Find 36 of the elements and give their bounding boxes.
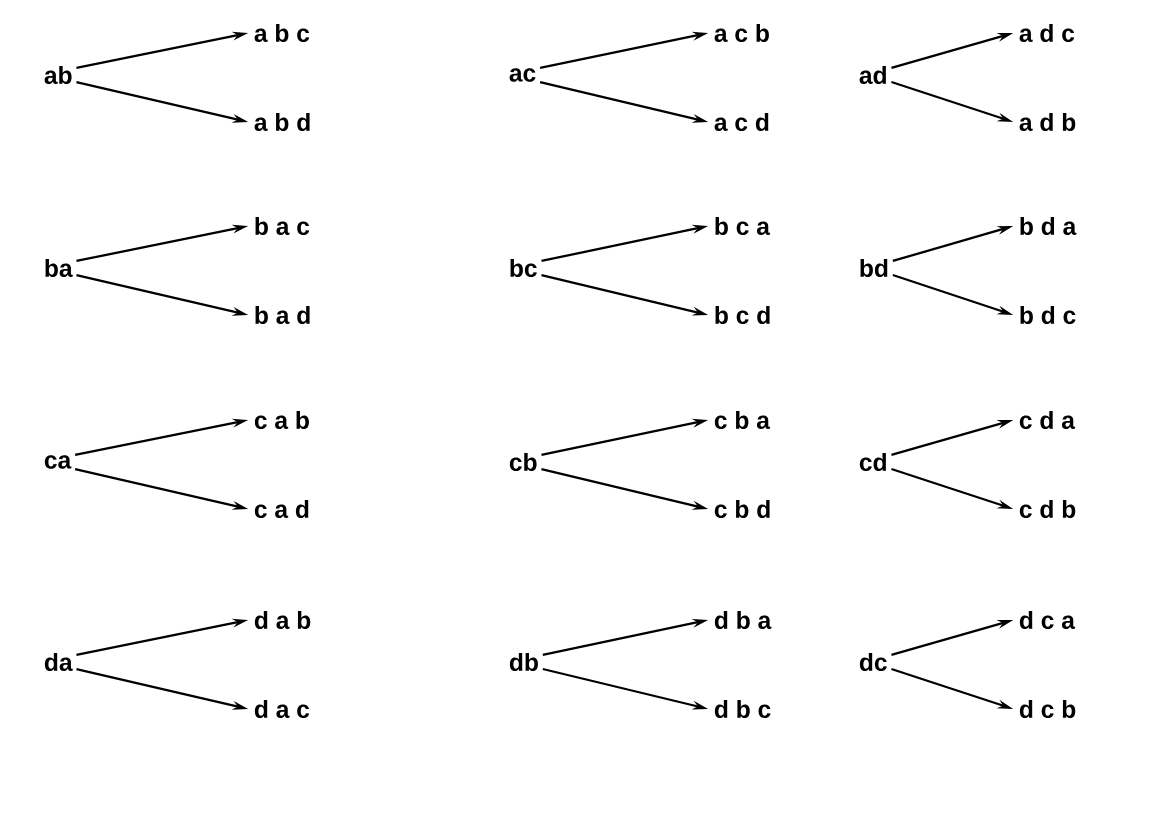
node-label: c d b [1019,499,1076,519]
node-label: b d a [1020,216,1077,236]
node-label: b a d [255,305,310,325]
node-label: a c b [714,23,769,43]
node-label: b a c [255,216,310,236]
node-label: b c d [715,305,770,325]
node-label: d c b [1019,699,1076,719]
node-label: dc [859,652,887,672]
node-label: d c a [1019,610,1076,630]
node-label: d a b [254,610,311,630]
node-label: bd [860,258,888,278]
node-label: a d b [1019,112,1076,132]
node-label: cd [859,452,886,472]
node-label: c a b [254,410,309,430]
node-label: d b a [714,610,772,630]
node-label: d a c [254,699,310,719]
node-label: cb [509,452,537,472]
node-label: b d c [1020,305,1076,325]
node-label: d b c [714,699,771,719]
node-label: b c a [715,216,771,236]
node-label: bc [510,258,537,278]
node-label: c a d [254,499,309,519]
node-label: db [509,652,538,672]
node-label: a d c [1019,23,1075,43]
node-label: ca [44,455,72,469]
node-label: ac [509,68,536,82]
node-label: ba [45,258,73,278]
node-label: ad [859,65,886,85]
node-label: c d a [1019,410,1076,430]
node-label: a c d [714,112,769,132]
node-label: c b d [714,499,770,519]
node-label: c b a [714,410,771,430]
node-label: a b d [254,112,310,132]
node-label: da [44,652,73,672]
node-label: a b c [254,23,310,43]
node-label: ab [44,65,72,85]
